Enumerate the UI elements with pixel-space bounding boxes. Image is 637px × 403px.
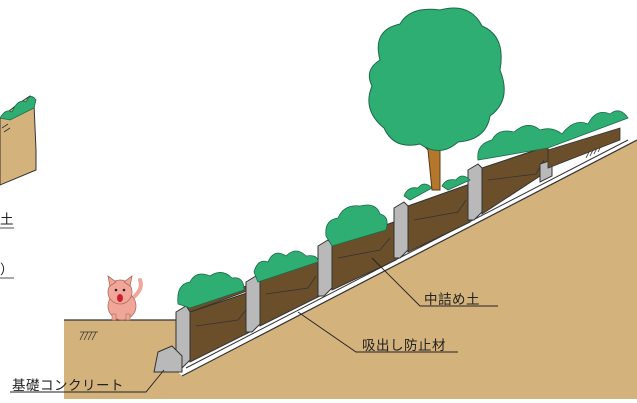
left-fragment-label-top: 土 — [0, 212, 14, 228]
slope-body — [64, 140, 637, 399]
tree-icon — [368, 7, 505, 191]
fill-soil-label: 中詰め土 — [424, 292, 480, 308]
left-fragment-label-bottom: ） — [0, 262, 14, 278]
drain-material-line — [185, 139, 629, 369]
drain-material-label: 吸出し防止材 — [362, 338, 446, 354]
left-fragment — [0, 95, 37, 186]
base-concrete — [153, 345, 183, 373]
grass-icon — [177, 110, 629, 309]
base-concrete-label: 基礎コンクリート — [12, 378, 124, 394]
leader-lines — [10, 257, 498, 393]
dog-icon — [107, 275, 143, 321]
